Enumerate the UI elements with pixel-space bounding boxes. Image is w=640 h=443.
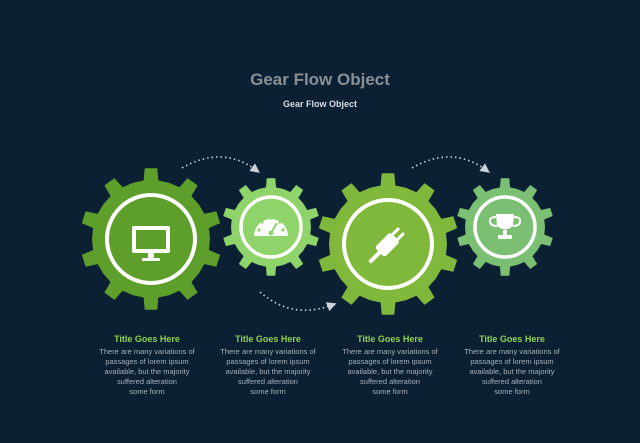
step-description: There are many variations of passages of… bbox=[99, 347, 195, 396]
gear-1 bbox=[81, 168, 221, 310]
step-caption-1: Title Goes Here There are many variation… bbox=[87, 334, 207, 397]
plug-icon bbox=[368, 227, 405, 264]
step-caption-2: Title Goes Here There are many variation… bbox=[208, 334, 328, 397]
gear-4 bbox=[457, 178, 553, 276]
step-caption-4: Title Goes Here There are many variation… bbox=[452, 334, 572, 397]
step-title: Title Goes Here bbox=[235, 334, 301, 344]
step-caption-3: Title Goes Here There are many variation… bbox=[330, 334, 450, 397]
page-title: Gear Flow Object bbox=[250, 70, 390, 89]
step-title: Title Goes Here bbox=[357, 334, 423, 344]
monitor-icon bbox=[132, 226, 170, 261]
page-subtitle: Gear Flow Object bbox=[282, 99, 358, 109]
speedometer-icon bbox=[254, 216, 288, 236]
flow-arrow-1 bbox=[181, 156, 260, 173]
gear-2 bbox=[223, 178, 319, 276]
gear-3 bbox=[318, 173, 458, 315]
step-title: Title Goes Here bbox=[114, 334, 180, 344]
flow-arrow-3 bbox=[411, 156, 490, 173]
step-description: There are many variations of passages of… bbox=[342, 347, 438, 396]
step-description: There are many variations of passages of… bbox=[220, 347, 316, 396]
step-description: There are many variations of passages of… bbox=[464, 347, 560, 396]
flow-arrow-2 bbox=[259, 291, 337, 312]
step-title: Title Goes Here bbox=[479, 334, 545, 344]
trophy-icon bbox=[488, 214, 522, 239]
